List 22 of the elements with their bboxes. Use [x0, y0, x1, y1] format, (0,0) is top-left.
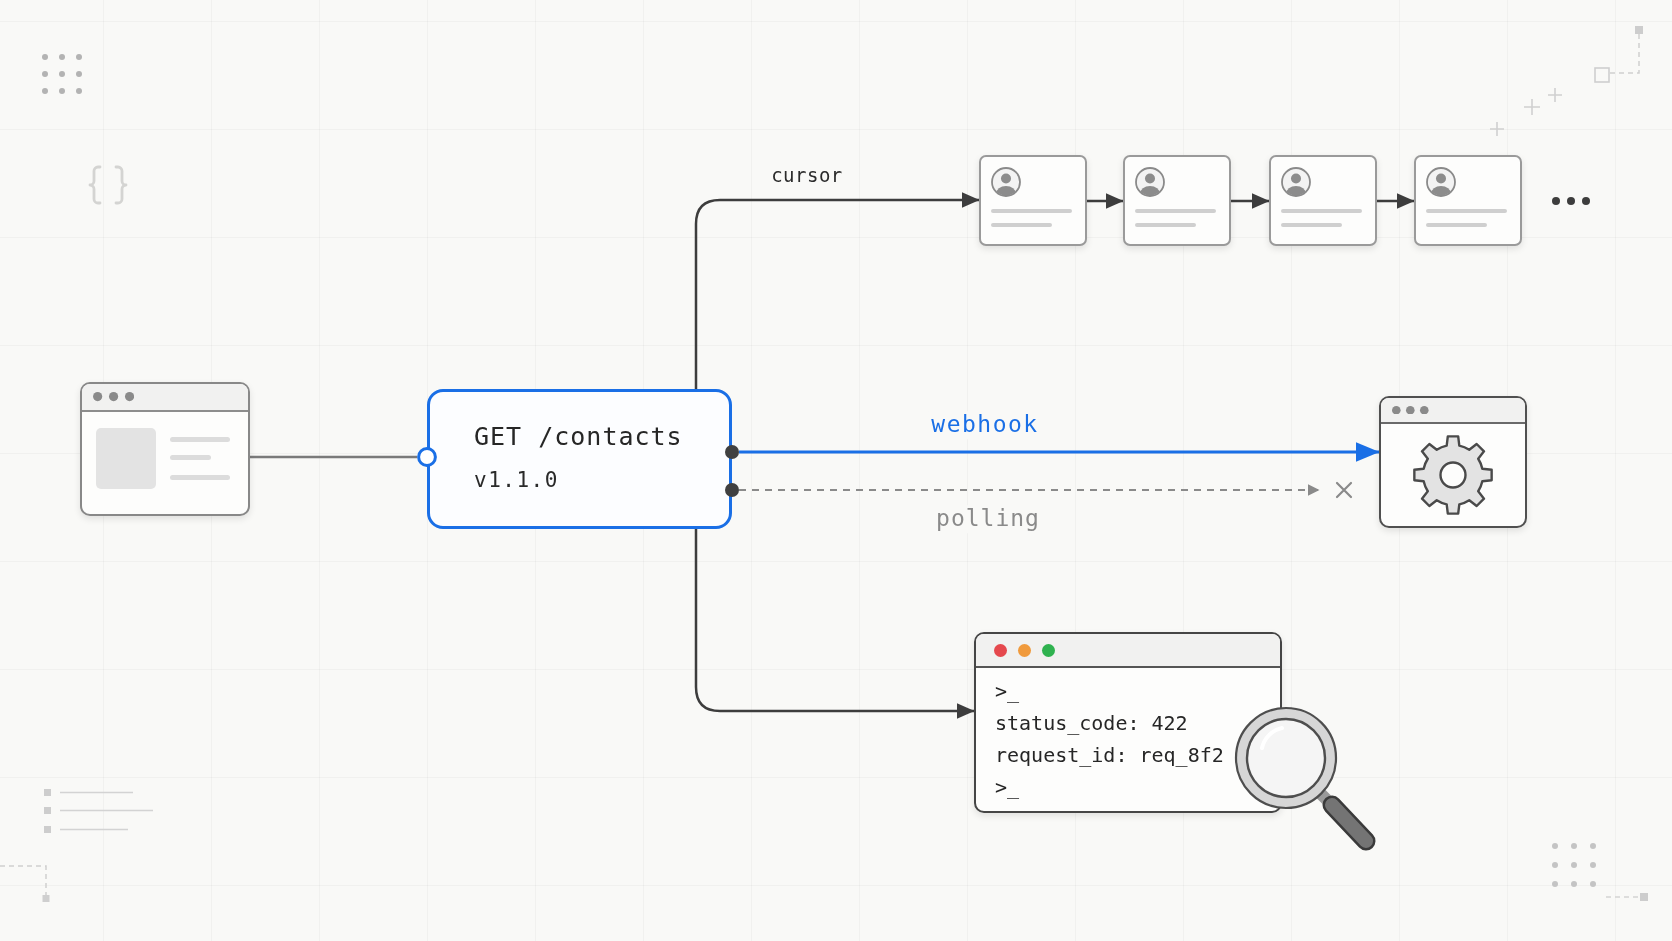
- contact-card: [979, 155, 1087, 246]
- contact-card: [1123, 155, 1231, 246]
- arrow: [694, 529, 975, 719]
- endpoint-title: GET /contacts: [474, 421, 683, 453]
- arrow: [1087, 193, 1124, 209]
- terminal-line: status_code: 422: [995, 710, 1188, 737]
- terminal-line: >_: [995, 774, 1020, 801]
- contact-card: [1414, 155, 1522, 246]
- terminal-line: request_id: req_8f2: [995, 742, 1224, 769]
- terminal-line: >_: [995, 678, 1020, 705]
- arrow: [738, 484, 1320, 496]
- app-window: [1379, 396, 1527, 528]
- arrow: [694, 192, 980, 389]
- arrow: [1231, 193, 1270, 209]
- contact-card: [1269, 155, 1377, 246]
- arrow: [1377, 193, 1415, 209]
- version-label: v1.1.0: [474, 467, 559, 494]
- browser-window: [80, 382, 250, 516]
- terminal-window: [974, 632, 1282, 813]
- endpoint-box: [427, 389, 732, 529]
- arrow: [739, 442, 1380, 462]
- connector-line: [250, 455, 417, 459]
